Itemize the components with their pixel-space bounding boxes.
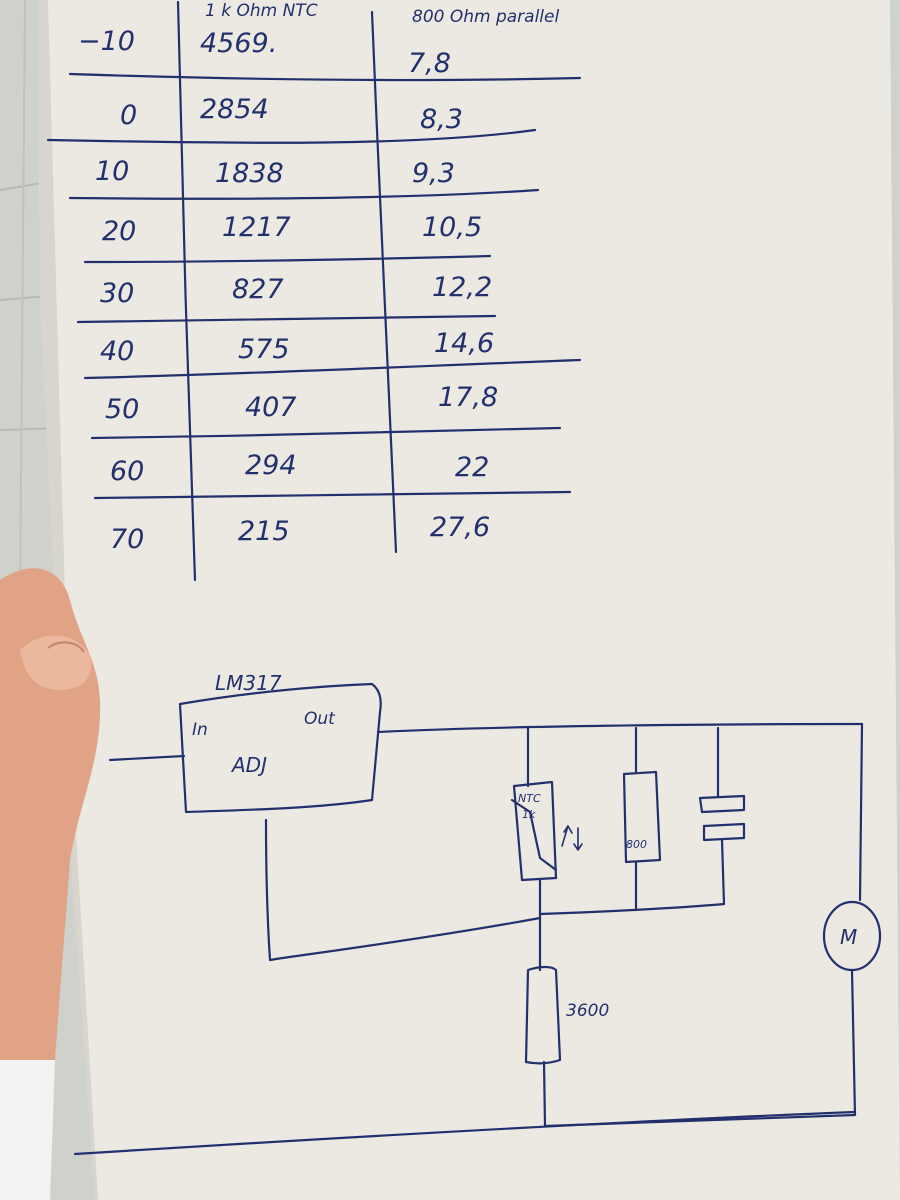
motor	[822, 900, 882, 972]
cell-temp: −10	[78, 26, 135, 57]
cell-ntc: 2854	[200, 94, 269, 125]
ntc-label-top: NTC	[518, 792, 541, 805]
pin-out-label: Out	[304, 709, 336, 729]
cell-ntc: 407	[245, 392, 297, 423]
header-ntc: 1 k Ohm NTC	[205, 1, 318, 21]
data-table	[46, 0, 582, 582]
cell-ntc: 4569.	[200, 28, 277, 59]
cell-temp: 40	[100, 336, 134, 367]
table-row: 70 215 27,6	[110, 512, 490, 555]
cell-parallel: 7,8	[408, 48, 451, 79]
header-parallel: 800 Ohm parallel	[412, 7, 559, 27]
table-row: 20 1217 10,5	[102, 212, 482, 247]
paper-shadow-edge	[38, 0, 98, 1200]
cell-ntc: 1838	[215, 158, 284, 189]
resistor-800-label: 800	[626, 838, 647, 851]
cell-parallel: 12,2	[432, 272, 492, 303]
cell-parallel: 27,6	[430, 512, 490, 543]
cell-ntc: 575	[238, 334, 290, 365]
cell-parallel: 8,3	[420, 104, 463, 135]
table-row: 30 827 12,2	[100, 272, 492, 309]
capacitor	[698, 794, 746, 842]
cell-temp: 10	[95, 156, 129, 187]
ntc-label-bottom: 1k	[522, 808, 536, 821]
cell-ntc: 215	[238, 516, 290, 547]
motor-label: M	[840, 925, 857, 949]
pin-adj-label: ADJ	[230, 753, 267, 777]
cell-parallel: 22	[455, 452, 489, 483]
cell-parallel: 14,6	[434, 328, 494, 359]
ntc-arrows	[561, 825, 583, 851]
cell-ntc: 294	[245, 450, 297, 481]
cell-temp: 0	[120, 100, 137, 131]
cell-temp: 30	[100, 278, 134, 309]
table-row: 0 2854 8,3	[120, 94, 463, 135]
hand	[0, 568, 101, 1200]
cell-ntc: 827	[232, 274, 284, 305]
circuit-diagram	[73, 682, 882, 1156]
cell-temp: 60	[110, 456, 144, 487]
cell-temp: 20	[102, 216, 136, 247]
resistor-3600	[524, 965, 562, 1065]
table-row: 40 575 14,6	[100, 328, 494, 367]
regulator-box	[178, 682, 382, 814]
cell-parallel: 10,5	[422, 212, 482, 243]
cell-ntc: 1217	[222, 212, 291, 243]
table-row: 10 1838 9,3	[95, 156, 455, 189]
table-row: 50 407 17,8	[105, 382, 498, 425]
resistor-800	[622, 770, 662, 864]
cell-parallel: 9,3	[412, 158, 455, 189]
regulator-name: LM317	[215, 671, 282, 695]
pin-in-label: In	[192, 720, 208, 740]
table-row: −10 4569. 7,8	[78, 26, 451, 79]
cell-temp: 50	[105, 394, 139, 425]
cell-temp: 70	[110, 524, 144, 555]
resistor-3600-label: 3600	[566, 1001, 609, 1021]
table-row: 60 294 22	[110, 450, 489, 487]
paper-sheet	[38, 0, 900, 1200]
cell-parallel: 17,8	[438, 382, 498, 413]
ntc-thermistor	[512, 780, 558, 882]
